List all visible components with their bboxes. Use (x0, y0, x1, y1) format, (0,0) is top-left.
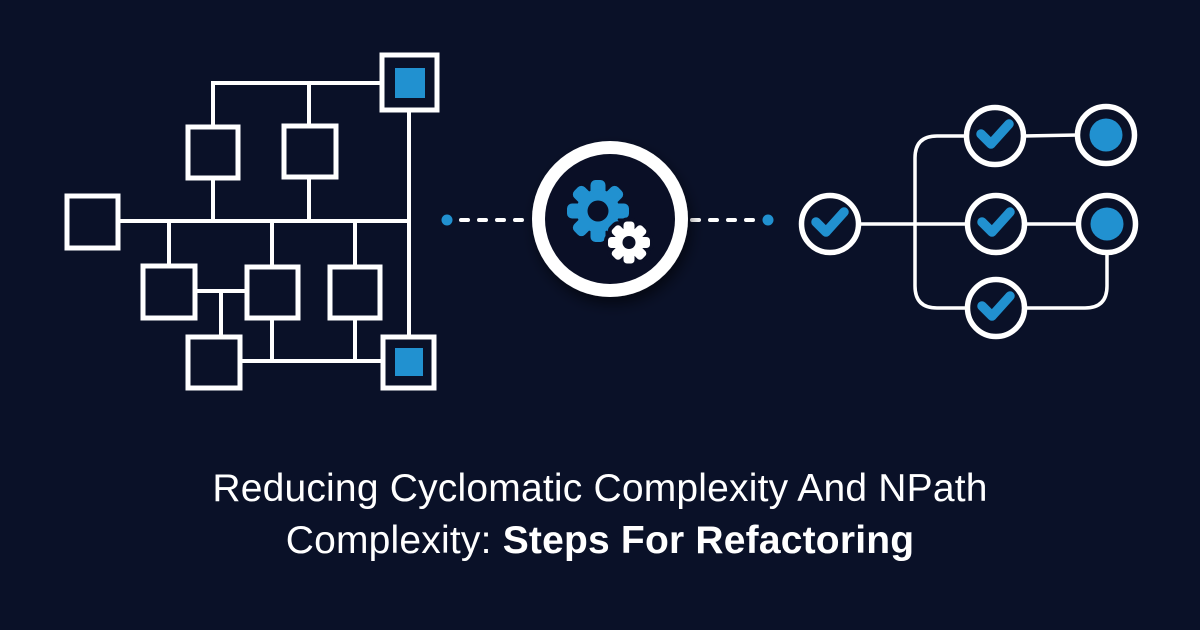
gears-badge (532, 141, 688, 297)
refactored-flow-diagram (798, 103, 1139, 340)
gear-icon-large (567, 180, 629, 242)
checkmark-icon (977, 207, 1015, 237)
end-node (1074, 103, 1138, 167)
flow-node (64, 193, 121, 251)
connector-lines (116, 81, 411, 363)
dotted-connector-right (690, 214, 774, 226)
flow-node-highlighted (380, 334, 437, 391)
flow-node (185, 334, 243, 391)
page-title: Reducing Cyclomatic Complexity And NPath… (0, 463, 1200, 567)
checkmark-icon (811, 207, 849, 237)
end-node (1075, 192, 1139, 256)
checkmark-icon (977, 291, 1015, 321)
flow-node (140, 263, 198, 321)
gear-icon-small (604, 217, 654, 268)
flow-node (281, 123, 339, 180)
title-line-2-regular: Complexity: (285, 519, 503, 562)
title-line-2: Complexity: Steps For Refactoring (0, 515, 1200, 567)
connector-dot (762, 214, 774, 226)
filled-dot-icon (1090, 207, 1124, 241)
filled-dot-icon (1089, 118, 1123, 152)
flow-node-highlighted (379, 52, 440, 113)
step-node (963, 104, 1027, 168)
flow-node (185, 124, 241, 181)
step-node (964, 192, 1028, 256)
step-node (798, 192, 862, 256)
connector-dot (441, 214, 453, 226)
title-line-1: Reducing Cyclomatic Complexity And NPath (212, 467, 988, 510)
title-line-2-bold: Steps For Refactoring (502, 519, 915, 562)
flow-nodes (64, 52, 440, 391)
checkmark-icon (976, 119, 1014, 149)
complex-flow-diagram (64, 52, 440, 391)
connector-lines (859, 133, 1109, 310)
step-node (964, 276, 1028, 340)
flow-node (327, 264, 383, 321)
flow-node (244, 264, 301, 321)
dotted-connector-left (441, 214, 530, 226)
